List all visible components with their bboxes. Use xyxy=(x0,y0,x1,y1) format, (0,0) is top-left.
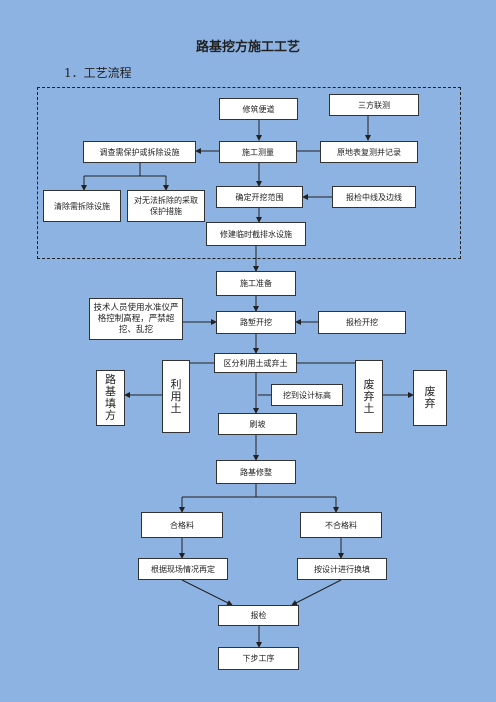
node-subgrade-fill-char: 方 xyxy=(105,409,116,422)
node-technical-staff-note: 技术人员使用水准仪严格控制高程，严禁超挖、乱挖 xyxy=(89,298,183,340)
node-construction-preparation: 施工准备 xyxy=(216,271,296,296)
node-clear-remove-facilities: 清除需拆除设施 xyxy=(43,190,121,222)
node-next-process: 下步工序 xyxy=(218,647,299,670)
node-waste-soil-char: 废 xyxy=(363,377,375,391)
node-unqualified-material: 不合格料 xyxy=(300,512,382,538)
node-waste-soil-char: 弃 xyxy=(363,389,375,403)
node-usable-soil-char: 土 xyxy=(170,401,182,415)
preparation-group-frame xyxy=(37,87,461,259)
node-redetermine-on-site: 根据现场情况再定 xyxy=(138,558,228,580)
node-design-elevation: 挖到设计标高 xyxy=(271,384,343,406)
node-waste-soil: 废 弃 土 xyxy=(355,360,383,433)
node-subgrade-trimming: 路基修整 xyxy=(216,460,296,484)
node-subgrade-fill-char: 基 xyxy=(105,385,116,398)
node-original-ground-resurvey: 原地表复测并记录 xyxy=(320,141,418,163)
node-slope-brushing: 刷坡 xyxy=(218,413,297,435)
node-usable-soil-char: 用 xyxy=(170,389,182,403)
node-subgrade-fill: 路 基 填 方 xyxy=(96,370,125,426)
page-title: 路基挖方施工工艺 xyxy=(195,40,300,55)
node-discard-char: 废 xyxy=(424,385,436,398)
node-report-excavation: 报检开挖 xyxy=(318,311,406,334)
node-temporary-drainage: 修建临时截排水设施 xyxy=(206,222,306,246)
node-discard: 废 弃 xyxy=(413,370,447,426)
node-subgrade-fill-char: 路 xyxy=(105,373,116,386)
node-distinguish-soil: 区分利用土或弃土 xyxy=(214,353,297,373)
node-discard-char: 弃 xyxy=(424,397,436,410)
node-waste-soil-char: 土 xyxy=(363,401,375,415)
node-protection-measures: 对无法拆除的采取保护措施 xyxy=(127,190,205,222)
node-qualified-material: 合格料 xyxy=(141,512,223,538)
node-survey-protect-facilities: 调查需保护或拆除设施 xyxy=(83,141,196,163)
node-subgrade-fill-char: 填 xyxy=(105,397,116,410)
section-heading: 1．工艺流程 xyxy=(64,66,132,80)
node-report-centerline: 报检中线及边线 xyxy=(332,186,416,208)
node-three-party-survey: 三方联测 xyxy=(329,94,419,116)
node-usable-soil: 利 用 土 xyxy=(162,360,190,433)
node-subgrade-excavation: 路堑开挖 xyxy=(216,311,296,334)
node-inspection: 报检 xyxy=(218,605,299,626)
node-build-access: 修筑便道 xyxy=(219,98,298,120)
node-construction-survey: 施工测量 xyxy=(219,141,297,163)
node-replace-per-design: 按设计进行换填 xyxy=(297,558,387,580)
node-excavation-range: 确定开挖范围 xyxy=(216,186,303,208)
node-usable-soil-char: 利 xyxy=(170,377,182,391)
